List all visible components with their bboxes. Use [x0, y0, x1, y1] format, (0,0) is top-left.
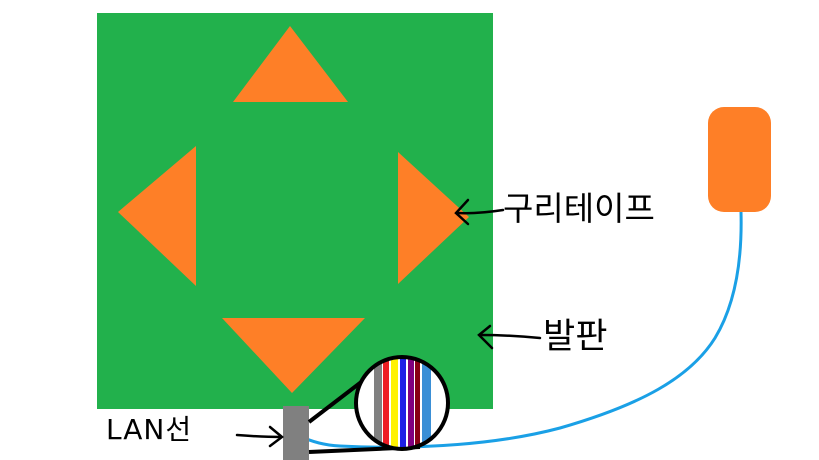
arrow-left-icon — [118, 146, 196, 286]
pointer-lan — [235, 425, 285, 448]
wire-red — [383, 357, 389, 449]
footpad-label: 발판 — [543, 317, 608, 357]
arrow-right-icon — [398, 152, 469, 284]
wire-lightblue — [422, 357, 431, 449]
arrow-down-icon — [222, 318, 365, 393]
pointer-footpad — [477, 324, 542, 350]
arrow-up-icon — [233, 26, 348, 102]
lan-connector — [283, 406, 309, 460]
wire-purple — [408, 357, 414, 449]
lan-cable-label: LAN선 — [106, 413, 193, 446]
wire-gray — [374, 357, 382, 449]
wire-blue — [400, 357, 406, 449]
wire-yellow — [391, 357, 398, 449]
copper-tape-label: 구리테이프 — [503, 189, 655, 228]
controller-box — [708, 107, 771, 212]
wire-darkred — [415, 357, 420, 449]
cable — [299, 211, 743, 449]
cable-wires — [374, 357, 431, 449]
cable-cross-section-icon — [354, 355, 450, 451]
pointer-copper-tape — [454, 198, 505, 226]
